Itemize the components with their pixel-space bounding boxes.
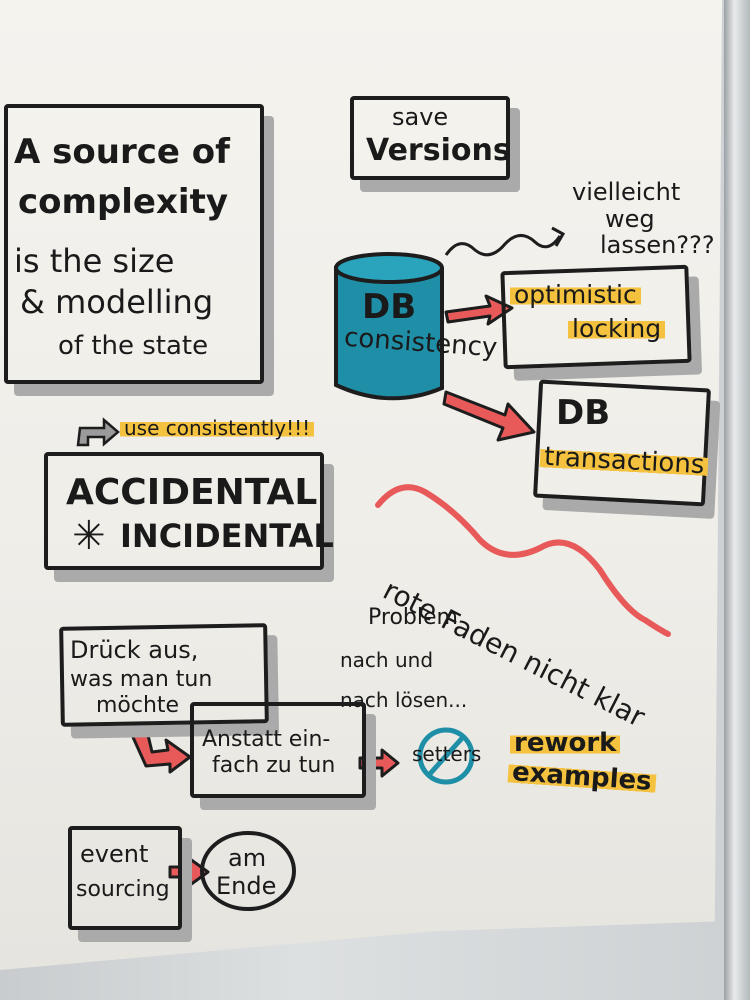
save-label: save xyxy=(392,103,449,131)
problem-line-1: Problem xyxy=(368,605,458,630)
druck-line-3: möchte xyxy=(96,693,180,718)
anstatt-line-1: Anstatt ein- xyxy=(202,727,331,752)
optimistic-highlight: optimistic xyxy=(510,280,641,309)
event-label: event xyxy=(80,840,149,868)
event-sourcing-box xyxy=(68,826,182,930)
transactions-db-label: DB xyxy=(556,393,611,433)
complexity-box xyxy=(4,104,264,384)
locking-highlight: locking xyxy=(568,314,666,343)
setters-label: setters xyxy=(412,742,482,766)
squiggle-arrow-icon xyxy=(444,234,562,257)
complexity-line-5: of the state xyxy=(58,331,209,361)
vielleicht-line-2: weg xyxy=(605,205,655,233)
red-arrow-icon xyxy=(442,390,536,442)
database-cylinder-icon xyxy=(334,252,444,401)
vielleicht-line-1: vielleicht xyxy=(572,178,681,206)
rework-highlight: rework xyxy=(510,728,621,758)
accidental-label: ACCIDENTAL xyxy=(66,472,318,513)
problem-line-2: nach und xyxy=(340,648,434,672)
red-bent-arrow-icon xyxy=(130,733,192,774)
complexity-line-3: is the size xyxy=(14,242,175,280)
complexity-line-4: & modelling xyxy=(20,283,214,321)
accidental-box xyxy=(44,452,324,570)
am-label: am xyxy=(228,844,267,872)
locking-label: locking xyxy=(568,314,666,343)
druck-line-2: was man tun xyxy=(70,667,213,692)
flipchart-paper xyxy=(0,0,722,970)
use-consistently-label: use consistently!!! xyxy=(120,416,315,440)
use-consistently-highlight: use consistently!!! xyxy=(120,416,315,440)
db-label: DB xyxy=(362,287,417,327)
complexity-line-2: complexity xyxy=(18,182,228,222)
red-arrow-icon xyxy=(168,857,210,887)
problem-line-3: nach lösen... xyxy=(340,688,468,712)
anstatt-box xyxy=(190,702,366,798)
forbidden-sign-icon xyxy=(417,727,475,785)
anstatt-line-2: fach zu tun xyxy=(212,753,336,778)
vielleicht-line-3: lassen??? xyxy=(600,231,715,259)
versions-label: Versions xyxy=(366,133,511,168)
ende-label: Ende xyxy=(216,872,277,900)
incidental-label: INCIDENTAL xyxy=(120,517,334,555)
wavy-line-icon xyxy=(375,484,671,637)
flipchart-stand-bar xyxy=(724,0,750,1000)
druck-line-1: Drück aus, xyxy=(70,636,199,664)
save-versions-box xyxy=(350,96,510,180)
am-ende-bubble xyxy=(200,831,296,911)
sourcing-label: sourcing xyxy=(76,877,170,902)
bent-arrow-icon xyxy=(76,417,120,447)
asterisk-icon: ✳ xyxy=(72,513,106,559)
rework-label: rework xyxy=(510,728,621,758)
complexity-line-1: A source of xyxy=(14,132,230,172)
optimistic-label: optimistic xyxy=(510,280,641,309)
red-arrow-icon xyxy=(444,294,514,326)
